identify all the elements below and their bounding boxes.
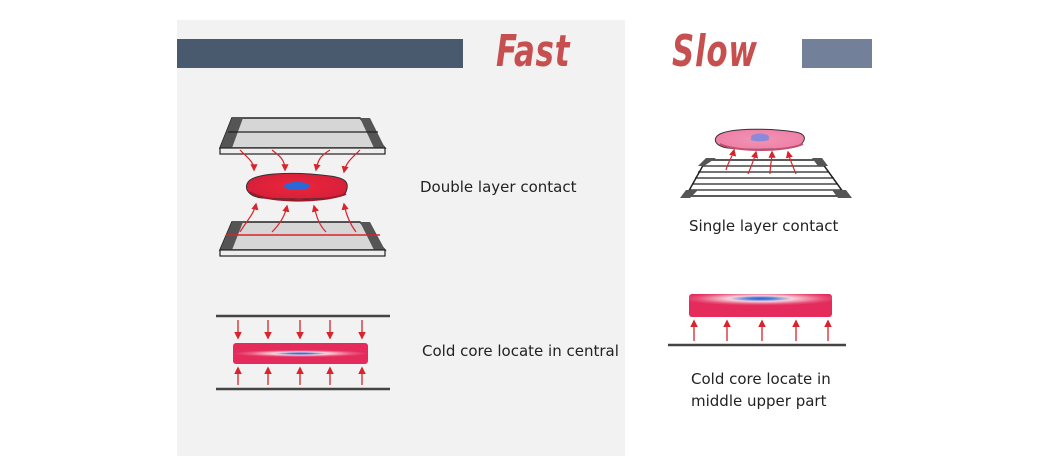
- fast-meat-piece: [246, 172, 348, 202]
- slow-title: Slow: [672, 26, 758, 77]
- core-upper-label-line1: Cold core locate in: [691, 370, 831, 388]
- core-upper-label-line2: middle upper part: [691, 392, 827, 410]
- core-upper-block: [689, 294, 832, 317]
- slow-heat-arrows: [725, 148, 797, 175]
- slow-core-arrows: [690, 319, 832, 341]
- fast-title: Fast: [496, 26, 571, 77]
- rack-grill: [680, 158, 852, 198]
- single-layer-label: Single layer contact: [689, 217, 839, 235]
- core-central-label: Cold core locate in central: [422, 342, 619, 360]
- slow-header-bar: [802, 39, 872, 68]
- slow-meat-piece: [714, 128, 805, 151]
- core-central-block: [233, 343, 368, 364]
- double-layer-label: Double layer contact: [420, 178, 577, 196]
- top-plate: [218, 117, 387, 155]
- fast-heat-arrows: [239, 149, 361, 233]
- fast-header-bar: [177, 39, 463, 68]
- bottom-plate: [218, 221, 387, 257]
- core-upper-label: Cold core locate in middle upper part: [691, 368, 831, 412]
- fast-core-arrows: [234, 320, 366, 385]
